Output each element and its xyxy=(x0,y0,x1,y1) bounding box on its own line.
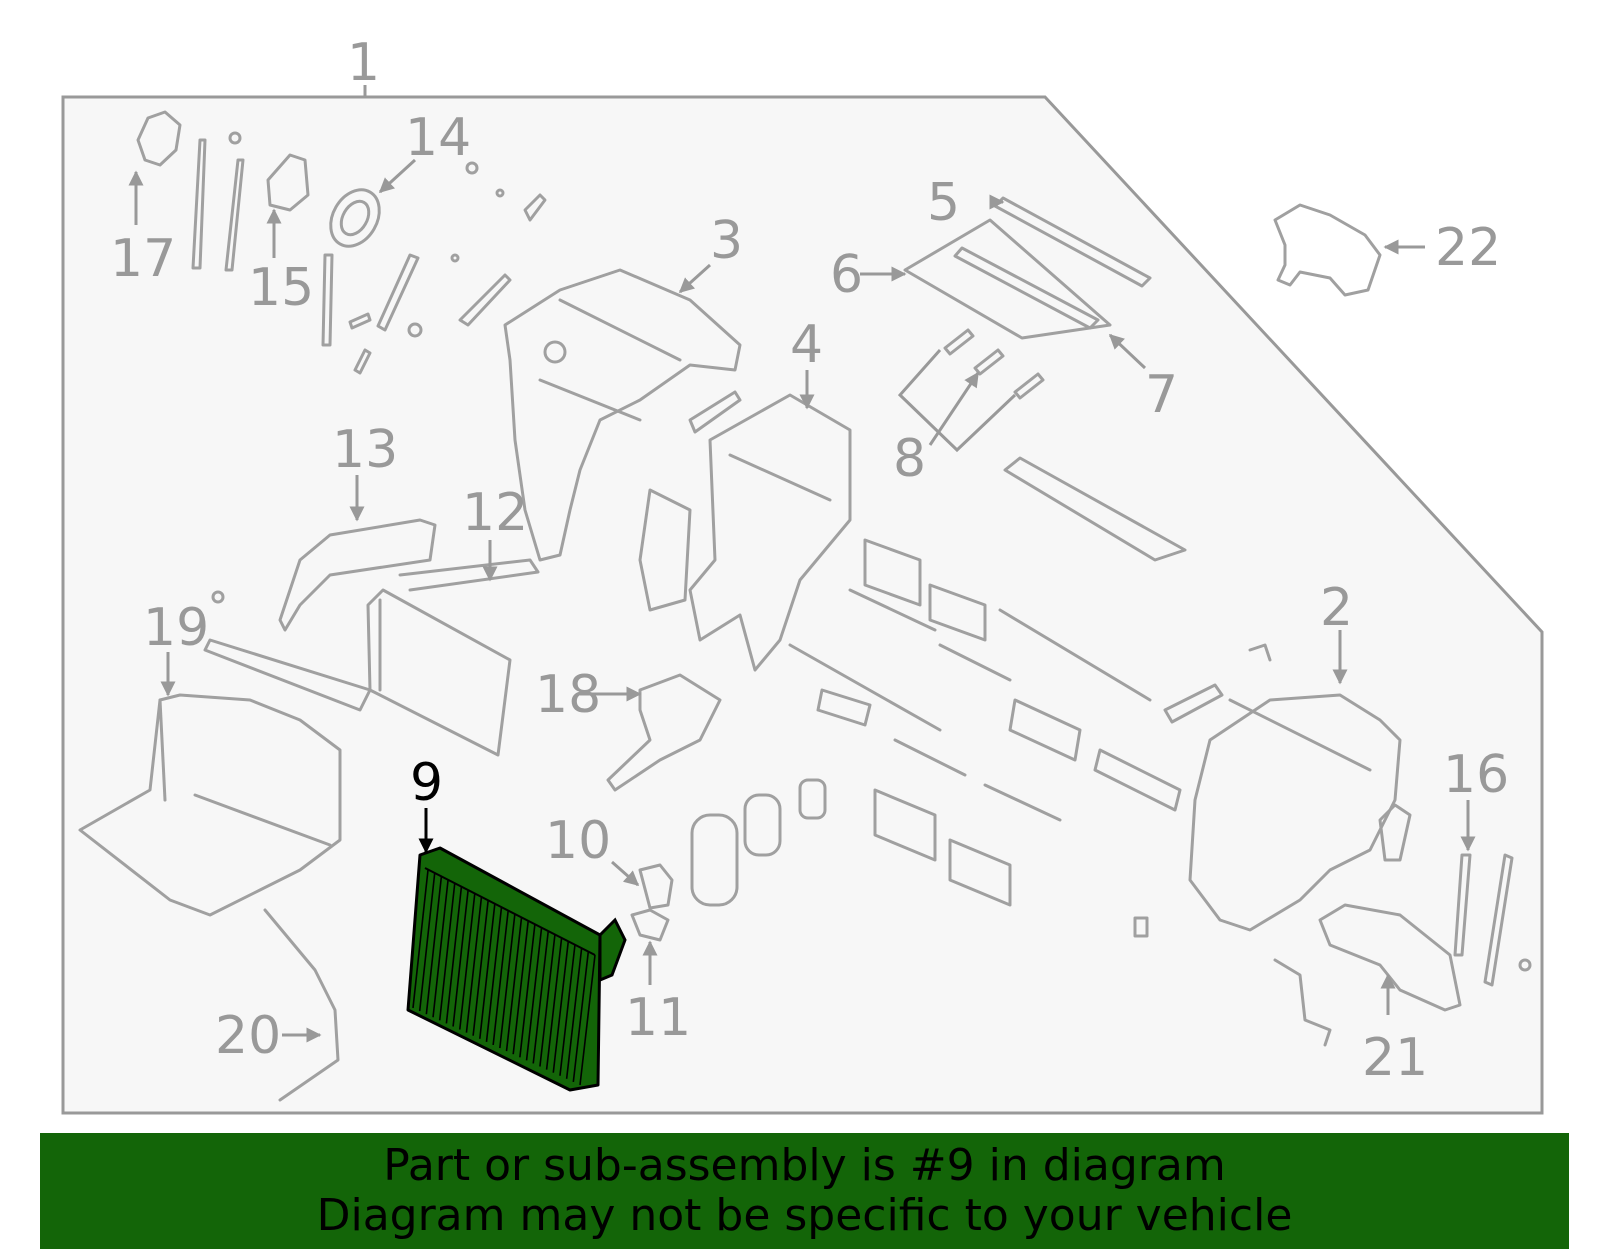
evaporator-fin xyxy=(579,954,596,1086)
evaporator-fin xyxy=(438,883,456,1021)
banner-line-disclaimer: Diagram may not be specific to your vehi… xyxy=(316,1190,1293,1241)
part-9-evaporator xyxy=(406,846,627,1092)
part-17 xyxy=(136,110,245,272)
evaporator-fin xyxy=(525,927,543,1061)
evaporator-fin xyxy=(565,948,583,1079)
part-4 xyxy=(638,393,852,672)
callout-7: 7 xyxy=(1145,365,1178,425)
evaporator-fin xyxy=(492,910,509,1046)
part-10 xyxy=(638,863,674,910)
evaporator-fin xyxy=(552,941,570,1073)
evaporator-fin xyxy=(539,934,556,1067)
callout-11: 11 xyxy=(625,988,691,1048)
evaporator-fin xyxy=(519,924,536,1058)
evaporator-fin xyxy=(512,920,529,1055)
part-15 xyxy=(266,153,310,212)
part-16 xyxy=(1378,803,1532,987)
callout-14: 14 xyxy=(405,108,471,168)
part-2 xyxy=(1133,643,1402,938)
part-18 xyxy=(606,673,722,792)
callout-8: 8 xyxy=(893,429,926,489)
evaporator-fin xyxy=(499,914,516,1049)
evaporator-fin xyxy=(485,907,503,1042)
callout-2: 2 xyxy=(1320,578,1353,638)
evaporator-fin xyxy=(412,869,429,1009)
callout-16: 16 xyxy=(1443,745,1509,805)
callout-12: 12 xyxy=(462,483,528,543)
callout-6: 6 xyxy=(830,245,863,305)
callout-19: 19 xyxy=(143,598,209,658)
callout-22: 22 xyxy=(1435,218,1501,278)
part-3 xyxy=(503,268,742,562)
part-13 xyxy=(278,518,437,632)
part-14 xyxy=(329,188,381,248)
callout-20: 20 xyxy=(215,1006,281,1066)
part-filter-strip xyxy=(1003,456,1187,562)
part-20 xyxy=(263,908,340,1102)
callout-5: 5 xyxy=(927,173,960,233)
evaporator-fin xyxy=(545,937,563,1070)
info-banner: Part or sub-assembly is #9 in diagram Di… xyxy=(40,1133,1569,1249)
callout-4: 4 xyxy=(790,315,823,375)
part-12 xyxy=(366,558,540,757)
evaporator-fin xyxy=(452,890,469,1027)
callout-3: 3 xyxy=(710,211,743,271)
evaporator-fin xyxy=(418,873,436,1012)
grilles xyxy=(863,538,1182,907)
evaporator-fin xyxy=(479,903,496,1039)
evaporator-fin xyxy=(465,897,483,1033)
evaporator-fin xyxy=(472,900,489,1036)
callout-9: 9 xyxy=(410,753,443,813)
callout-18: 18 xyxy=(535,665,601,725)
part-22 xyxy=(1273,203,1382,297)
rods xyxy=(788,588,1224,822)
evaporator-fin xyxy=(445,886,463,1024)
gaskets xyxy=(690,778,827,907)
evaporator-fin xyxy=(425,876,443,1015)
callout-21: 21 xyxy=(1362,1028,1428,1088)
leader-lines xyxy=(128,158,1476,1043)
evaporator-fin xyxy=(505,917,523,1052)
part-11 xyxy=(630,908,670,942)
callout-13: 13 xyxy=(332,420,398,480)
hardware-cluster xyxy=(321,161,547,375)
part-21 xyxy=(1273,903,1462,1047)
callout-1: 1 xyxy=(347,33,380,93)
part-6 xyxy=(903,218,1112,340)
evaporator-fin xyxy=(572,951,590,1083)
banner-line-part: Part or sub-assembly is #9 in diagram xyxy=(383,1140,1226,1191)
part-lower-case xyxy=(78,693,342,917)
evaporator-fin xyxy=(432,880,449,1018)
evaporator-fin xyxy=(559,944,576,1076)
callout-15: 15 xyxy=(248,258,314,318)
callout-17: 17 xyxy=(110,229,176,289)
callout-10: 10 xyxy=(545,811,611,871)
evaporator-fin xyxy=(458,893,476,1030)
part-19 xyxy=(203,590,372,712)
evaporator-fin xyxy=(532,931,550,1064)
